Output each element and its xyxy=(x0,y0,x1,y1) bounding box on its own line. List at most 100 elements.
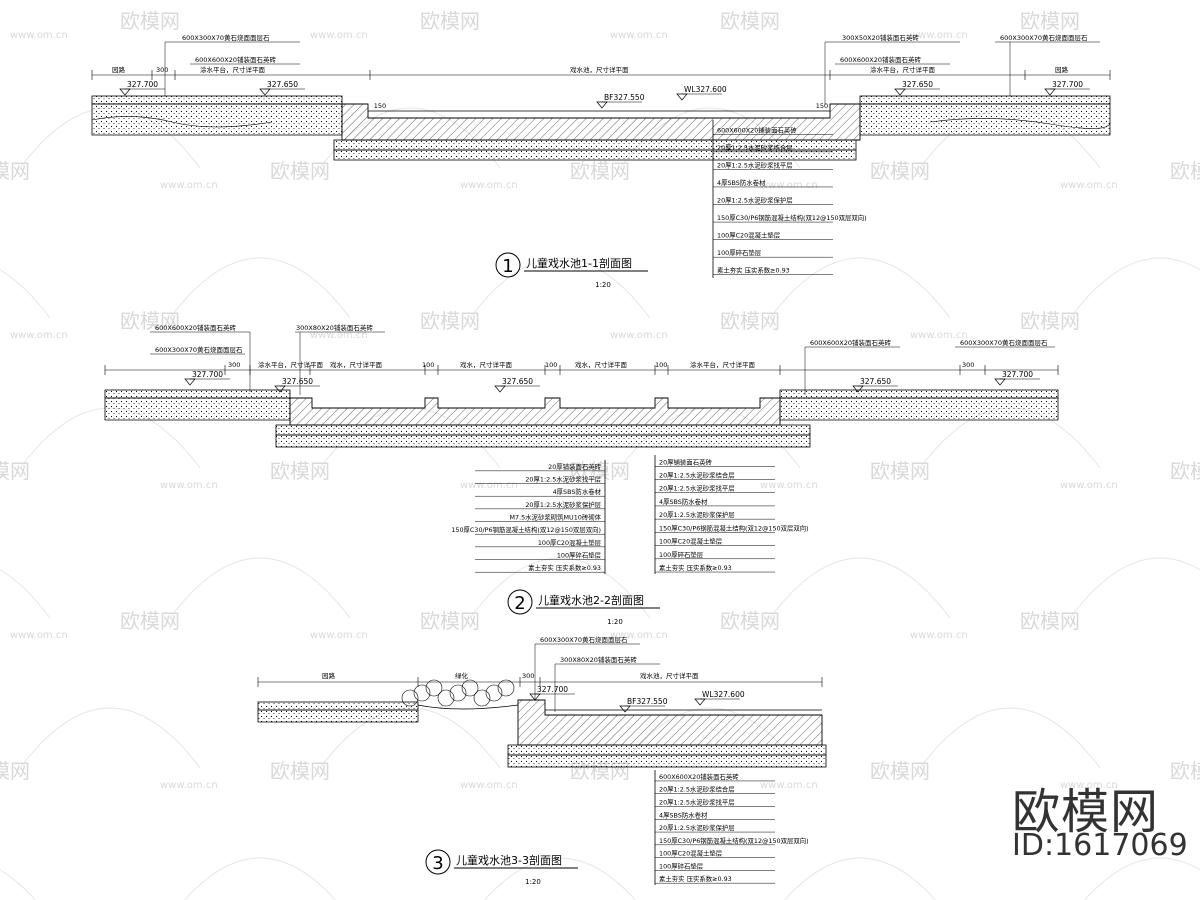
section-2-right-callout-layer-text: 20厚1:2.5水泥砂浆结合层 xyxy=(659,470,735,479)
material-note: 600X600X20铺装面石英砖 xyxy=(840,55,921,64)
section-3-callout-layer-text: 100厚碎石垫层 xyxy=(659,861,704,870)
watermark-site: www.om.cn xyxy=(760,180,818,191)
watermark-brand: 欧模网 xyxy=(870,459,930,483)
section-3-title: 儿童戏水池3-3剖面图 xyxy=(456,853,562,867)
watermark-site: www.om.cn xyxy=(910,630,968,641)
gravel-cushion xyxy=(507,754,827,768)
watermark-arc xyxy=(0,269,51,319)
span-label: 戏水池，尺寸详平面 xyxy=(570,65,629,74)
span-label: 100 xyxy=(545,361,557,369)
watermark-arc xyxy=(484,857,636,900)
subbase-left xyxy=(91,103,343,136)
level-mark: BF327.550 xyxy=(604,93,645,102)
section-3-callout-layer-text: 20厚1:2.5水泥砂浆结合层 xyxy=(659,785,735,794)
watermark-brand: 欧模网 xyxy=(870,159,930,183)
section-1-callout-layer-text: 100厚C20混凝土垫层 xyxy=(717,231,781,240)
watermark-brand: 欧模网 xyxy=(870,759,930,783)
level-mark-triangle xyxy=(259,88,271,96)
watermark-brand: 欧模网 xyxy=(720,9,780,33)
pool-structure xyxy=(341,103,861,141)
level-mark-triangle xyxy=(619,705,631,713)
watermark-site: www.om.cn xyxy=(310,330,368,341)
paving-right xyxy=(779,389,1059,399)
watermark-site: www.om.cn xyxy=(460,480,518,491)
span-label: 涂水平台，尺寸详平面 xyxy=(200,65,266,74)
level-mark-triangle xyxy=(119,88,131,96)
section-2-left-callout-layer-text: 20厚铺装面石英砖 xyxy=(548,462,601,471)
span-label: 涂水平台，尺寸详平面 xyxy=(258,360,324,369)
watermark-brand: 欧模网 xyxy=(1170,159,1200,183)
section-1-title: 儿童戏水池1-1剖面图 xyxy=(526,256,632,270)
watermark-brand: 欧模网 xyxy=(1170,759,1200,783)
watermark-brand: 欧模网 xyxy=(420,609,480,633)
watermark-site: www.om.cn xyxy=(910,30,968,41)
span-label: 戏水，尺寸详平面 xyxy=(575,360,628,369)
material-note: 300X80X20铺装面石英砖 xyxy=(560,655,637,664)
watermark-site: www.om.cn xyxy=(760,780,818,791)
level-mark-triangle xyxy=(494,385,506,393)
watermark-brand: 欧模网 xyxy=(1020,309,1080,333)
watermark-brand: 欧模网 xyxy=(570,159,630,183)
watermark-arc xyxy=(769,557,951,619)
shrub-foliage xyxy=(461,679,479,697)
watermark-brand: 欧模网 xyxy=(720,309,780,333)
watermark-arc xyxy=(0,869,36,900)
material-note: 600X600X20铺装面石英砖 xyxy=(155,323,236,332)
watermark-brand: 欧模网 xyxy=(1170,459,1200,483)
watermark-arc xyxy=(919,707,1101,769)
watermark-brand: 欧模网 xyxy=(120,609,180,633)
section-1-callout-layer-text: 600X600X20铺装面石英砖 xyxy=(717,125,797,134)
watermark-site: www.om.cn xyxy=(310,630,368,641)
shrub-foliage xyxy=(485,684,503,702)
material-note: 600X600X20铺装面石英砖 xyxy=(195,55,276,64)
watermark-arc xyxy=(469,257,651,319)
material-note: 600X300X70黄石烧面面层石 xyxy=(182,33,270,42)
section-3-callout-layer-text: 150厚C30/P6钢筋混凝土结构(双12@150双层双向) xyxy=(659,836,809,845)
section-2-marker: 2 xyxy=(514,593,525,614)
watermark-site: www.om.cn xyxy=(1060,480,1118,491)
section-3-callout-layer-text: 4厚SBS防水卷材 xyxy=(659,810,708,819)
watermark-site: www.om.cn xyxy=(10,630,68,641)
watermark-site: www.om.cn xyxy=(460,180,518,191)
concrete-cushion xyxy=(507,744,827,756)
watermark-brand: 欧模网 xyxy=(1020,609,1080,633)
section-3-callout-layer-text: 20厚1:2.5水泥砂浆找平层 xyxy=(659,798,735,807)
level-mark: 327.700 xyxy=(127,80,158,89)
level-mark: 327.650 xyxy=(267,80,298,89)
material-note: 600X300X70黄石烧面面层石 xyxy=(1000,33,1088,42)
span-label: 园路 xyxy=(1055,65,1069,74)
pool-structure xyxy=(289,397,781,426)
section-2-left-callout-layer-text: 20厚1:2.5水泥砂浆找平层 xyxy=(525,475,601,484)
watermark-arc xyxy=(169,257,351,319)
paving-left xyxy=(91,95,343,105)
level-mark: 327.650 xyxy=(860,377,891,386)
watermark-brand: 欧模网 xyxy=(270,159,330,183)
section-1-callout-layer-text: 4厚SBS防水卷材 xyxy=(717,178,766,187)
level-mark: 327.700 xyxy=(537,685,568,694)
span-label: 300 xyxy=(228,361,240,369)
pool-structure xyxy=(517,699,823,746)
planting-soil-line xyxy=(417,704,519,710)
level-mark-triangle xyxy=(694,698,706,706)
watermark-brand: 欧模网 xyxy=(270,459,330,483)
watermark-site: www.om.cn xyxy=(910,330,968,341)
section-1-scale: 1:20 xyxy=(595,281,611,289)
level-mark: 327.700 xyxy=(192,370,223,379)
watermark-arc xyxy=(169,557,351,619)
watermark-site: www.om.cn xyxy=(10,30,68,41)
watermark-arc xyxy=(469,557,651,619)
section-3-callout-layer-text: 素土夯实 压实系数≥0.93 xyxy=(659,874,732,883)
watermark-site: www.om.cn xyxy=(1060,780,1118,791)
watermark-brand: 欧模网 xyxy=(120,309,180,333)
shrub-foliage xyxy=(473,689,491,707)
watermark-site: www.om.cn xyxy=(610,30,668,41)
section-2-scale: 1:20 xyxy=(607,618,623,626)
material-note: 600X300X70黄石烧面面层石 xyxy=(960,338,1048,347)
section-3-marker: 3 xyxy=(432,853,443,874)
material-note: 600X300X70黄石烧面面层石 xyxy=(540,635,628,644)
level-mark: 327.700 xyxy=(1052,80,1083,89)
paving-left xyxy=(257,701,419,711)
